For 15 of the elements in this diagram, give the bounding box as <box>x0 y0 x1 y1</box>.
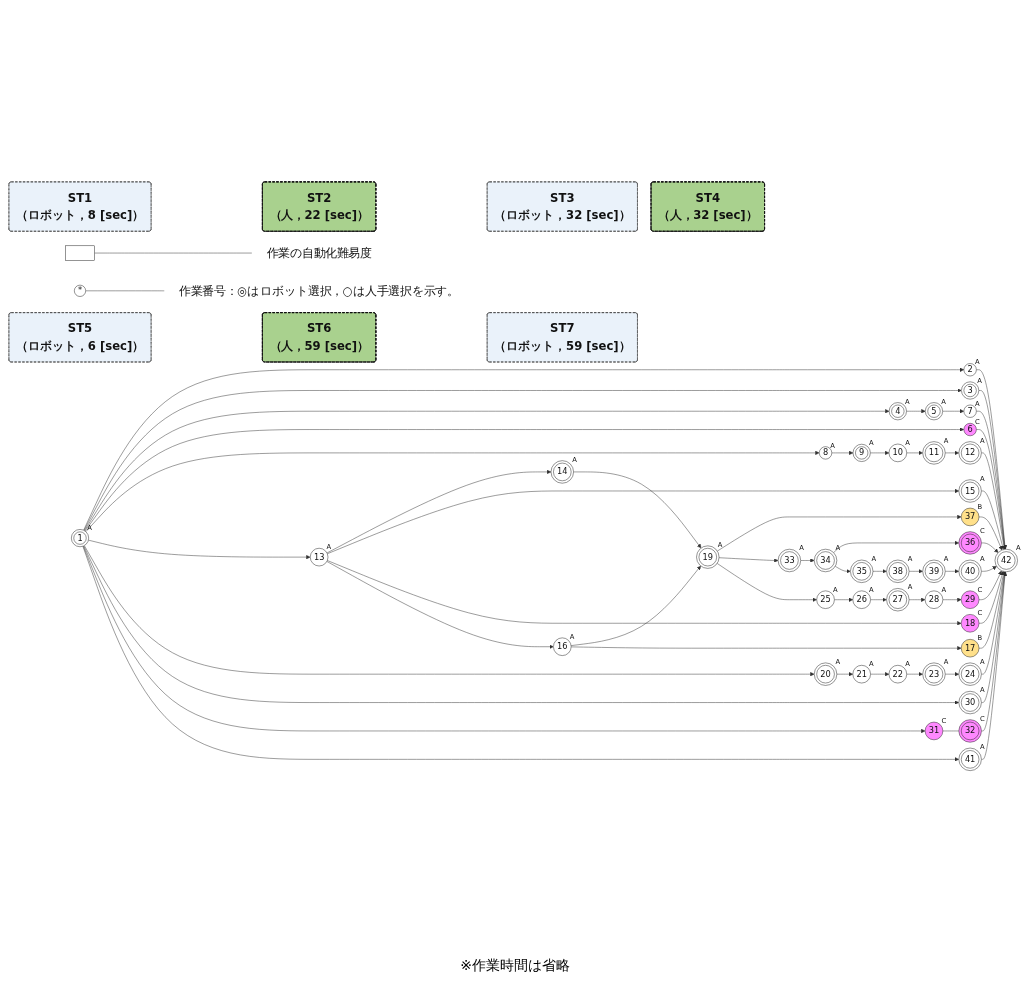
node-circle: 2 <box>963 363 977 377</box>
note-text: ※作業時間は省略 <box>460 957 570 975</box>
node-circle: 10 <box>888 444 907 463</box>
node-text: 作業の自動化難易度 <box>266 246 372 261</box>
node-circle: * <box>74 285 86 297</box>
node-circle: 22 <box>888 665 907 684</box>
node-circle: 17 <box>961 639 980 658</box>
node-circle: 6 <box>963 423 977 437</box>
node-circle: 18 <box>961 614 980 633</box>
node-circle: 13 <box>310 548 329 567</box>
node-text: 作業番号：◎はロボット選択，○は人手選択を示す。 <box>179 284 460 298</box>
node-circle: 31 <box>924 722 944 741</box>
node-box <box>65 245 95 261</box>
node-circle: 37 <box>961 508 980 527</box>
node-circle: 21 <box>852 665 871 684</box>
